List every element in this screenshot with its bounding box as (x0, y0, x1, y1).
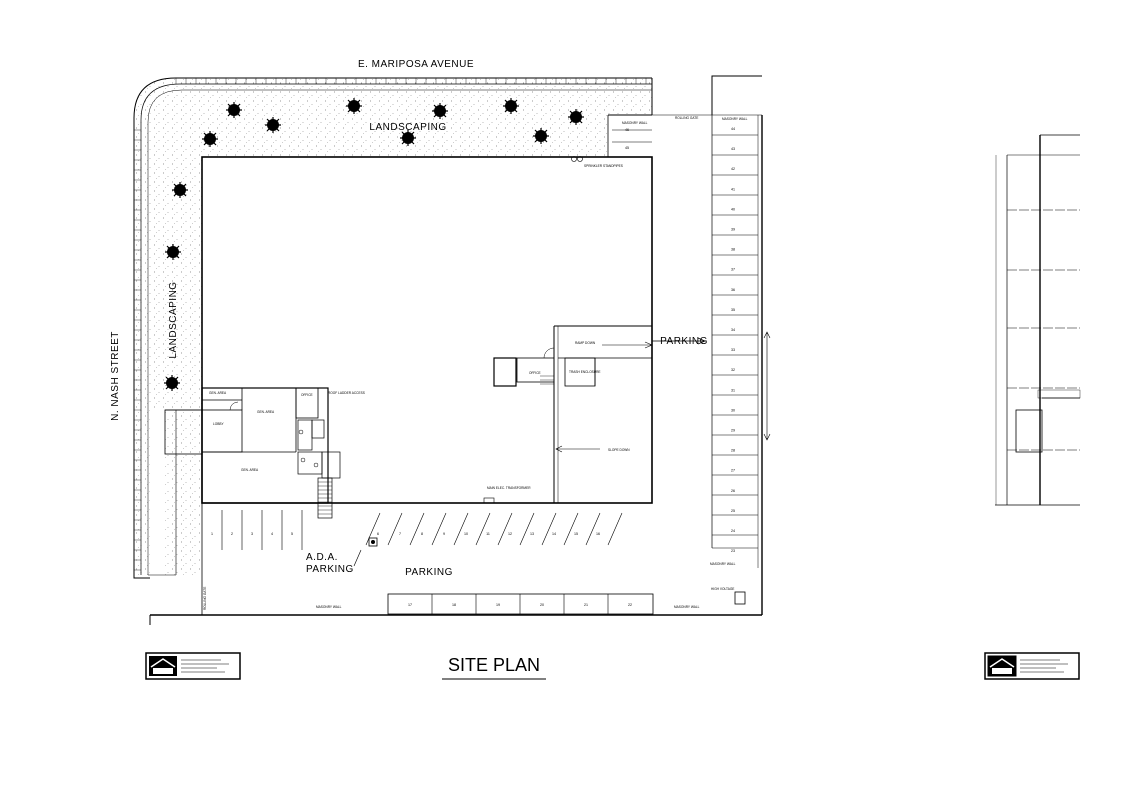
stall-number: 24 (731, 529, 735, 533)
tree-icon (171, 181, 189, 199)
note-rolling-gate-left: ROLLING GATE (203, 587, 207, 610)
note-office-left: OFFICE (301, 393, 313, 397)
stall-number: 3 (251, 532, 253, 536)
note-main-elec: MAIN ELEC. TRANSFORMER (487, 486, 531, 490)
stall-number: 44 (731, 127, 735, 131)
stall-number: 4 (271, 532, 273, 536)
stall-number: 25 (731, 509, 735, 513)
stall-number: 27 (731, 469, 735, 473)
parking-stalls-bottom-row (431, 594, 609, 614)
note-trash-enclosure: TRASH ENCLOSURE (569, 370, 601, 374)
stall-number: 12 (508, 532, 512, 536)
note-masonry-wall-br: MASONRY WALL (674, 605, 700, 609)
logo-icon (145, 652, 241, 680)
landscaping-label-left: LANDSCAPING (168, 281, 179, 358)
tree-icon (567, 108, 585, 126)
stall-number: 40 (731, 207, 735, 211)
note-masonry-wall-inner: MASONRY WALL (622, 121, 648, 125)
stall-number: 39 (731, 228, 735, 232)
stall-number: 45 (625, 146, 629, 150)
stall-number: 41 (731, 187, 735, 191)
stall-number: 28 (731, 449, 735, 453)
stall-number: 7 (399, 532, 401, 536)
note-gen-area-3: GEN. AREA (241, 468, 259, 472)
tree-icon (163, 374, 181, 392)
stall-number: 30 (731, 408, 735, 412)
stall-number: 22 (628, 603, 632, 607)
note-masonry-wall-bl: MASONRY WALL (316, 605, 342, 609)
street-name-top: E. MARIPOSA AVENUE (358, 59, 474, 70)
stall-number: 31 (731, 388, 735, 392)
stall-number: 34 (731, 328, 735, 332)
ada-label-line2: PARKING (306, 564, 354, 575)
stall-number: 15 (574, 532, 578, 536)
note-masonry-wall-top: MASONRY WALL (722, 117, 748, 121)
stall-number: 26 (731, 489, 735, 493)
stall-number: 18 (452, 603, 456, 607)
parking-stalls-angled (365, 512, 623, 546)
ada-label-line1: A.D.A. (306, 552, 338, 563)
note-office-right: OFFICE (529, 371, 541, 375)
ada-icon (368, 537, 378, 547)
stall-number: 35 (731, 308, 735, 312)
stall-number: 5 (291, 532, 293, 536)
stall-number: 33 (731, 348, 735, 352)
stall-number: 10 (464, 532, 468, 536)
tree-icon (164, 243, 182, 261)
stall-number: 38 (731, 248, 735, 252)
tree-icon (502, 97, 520, 115)
note-high-voltage: HIGH VOLTAGE (711, 587, 734, 591)
tree-icon (431, 102, 449, 120)
stall-number: 2 (231, 532, 233, 536)
note-gen-area-2: GEN. AREA (257, 410, 275, 414)
tree-icon (264, 116, 282, 134)
note-masonry-wall-lane: MASONRY WALL (710, 562, 736, 566)
stall-numbers: 4443424140393837363534333231302928272625… (211, 127, 735, 607)
adjacent-sheet-fragment (984, 134, 1081, 680)
parking-label-right: PARKING (660, 336, 708, 347)
page-title: SITE PLAN (448, 655, 540, 675)
stall-number: 32 (731, 368, 735, 372)
parking-label-bottom: PARKING (405, 567, 453, 578)
landscaping-label-top: LANDSCAPING (369, 122, 446, 133)
building (164, 156, 653, 519)
stall-number: 9 (443, 532, 445, 536)
note-sprinkler: SPRINKLER STANDPIPES (584, 164, 623, 168)
stall-number: 43 (731, 147, 735, 151)
note-ramp-down: RAMP DOWN (575, 341, 596, 345)
stall-number: 16 (596, 532, 600, 536)
tree-icon (225, 101, 243, 119)
stall-number: 17 (408, 603, 412, 607)
stall-number: 19 (496, 603, 500, 607)
parking-stalls-right (612, 129, 758, 536)
stall-number: 42 (731, 167, 735, 171)
stall-number: 8 (421, 532, 423, 536)
stall-number: 1 (211, 532, 213, 536)
note-gen-area-1: GEN. AREA (209, 391, 227, 395)
stall-number: 29 (731, 429, 735, 433)
note-roof-ladder: ROOF LADDER ACCESS (328, 391, 365, 395)
site-walls (149, 75, 771, 625)
landscaping-area (133, 77, 653, 579)
stall-number: 13 (530, 532, 534, 536)
note-lobby: LOBBY (213, 422, 225, 426)
tree-icon (345, 97, 363, 115)
stall-number: 37 (731, 268, 735, 272)
tree-icon (532, 127, 550, 145)
stall-number: 23 (731, 549, 735, 553)
stall-number: 36 (731, 288, 735, 292)
street-name-left: N. NASH STREET (110, 331, 121, 421)
stall-number: 6 (377, 532, 379, 536)
stall-number: 11 (486, 532, 490, 536)
parking-stalls-bottom-left (221, 510, 303, 550)
stall-number: 21 (584, 603, 588, 607)
tree-icon (201, 130, 219, 148)
stall-number: 46 (625, 128, 629, 132)
note-slope-down: SLOPE DOWN (608, 448, 630, 452)
note-rolling-gate: ROLLING GATE (675, 116, 698, 120)
stall-number: 20 (540, 603, 544, 607)
stall-number: 14 (552, 532, 556, 536)
